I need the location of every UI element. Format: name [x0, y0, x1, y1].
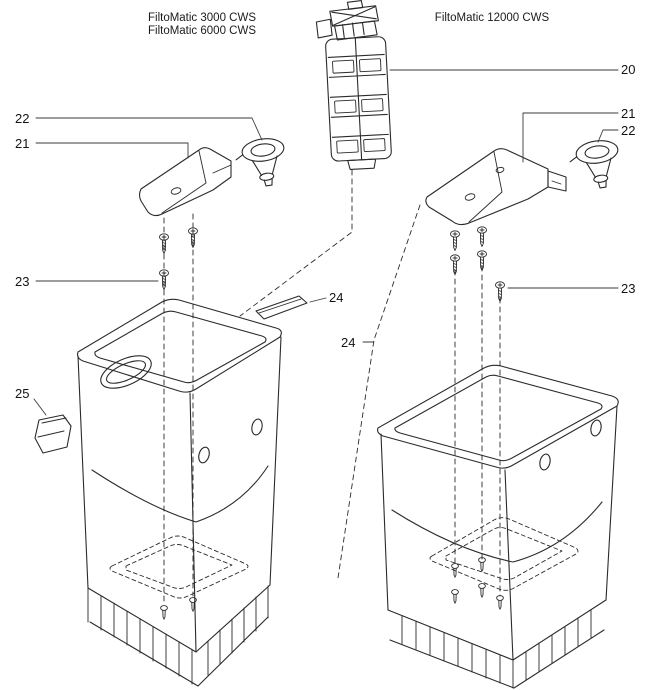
screw-icon [452, 564, 459, 578]
callout-23-right: 23 [621, 281, 636, 296]
screw-icon [189, 228, 198, 248]
model-title-left-line2: FiltoMatic 6000 CWS [147, 25, 256, 37]
callout-21-left: 21 [15, 136, 30, 151]
cover-strip-drawing [256, 296, 307, 319]
callout-23-left: 23 [15, 274, 30, 289]
lid-corner-drawing-left [140, 148, 232, 216]
inlet-funnel-drawing-right [568, 138, 623, 191]
filter-cartridge-drawing [315, 0, 392, 171]
callout-24-left: 24 [329, 290, 344, 305]
callout-24-right: 24 [341, 335, 356, 350]
screw-icon [161, 606, 168, 620]
clip-bracket-drawing [35, 415, 71, 453]
lid-corner-drawing-right [426, 149, 566, 225]
screw-icon [160, 270, 169, 290]
screw-icon [451, 231, 460, 251]
callout-22-left: 22 [15, 111, 30, 126]
model-title-right-line1: FiltoMatic 12000 CWS [434, 12, 550, 24]
callout-20: 20 [621, 62, 636, 77]
screws-group [160, 227, 505, 619]
hidden-bottom-tray-left [110, 536, 248, 598]
screw-icon [452, 590, 459, 604]
screw-icon [496, 282, 505, 302]
callout-22-right: 22 [621, 123, 636, 138]
container-drawing-left [78, 299, 282, 686]
model-title-left-line1: FiltoMatic 3000 CWS [147, 12, 256, 24]
model-title-right: FiltoMatic 12000 CWS [422, 12, 562, 25]
callout-21-right: 21 [621, 106, 636, 121]
container-drawing-right [378, 365, 619, 688]
leader-lines [34, 70, 618, 415]
screw-icon [160, 234, 169, 254]
hidden-bottom-tray-right [430, 518, 578, 591]
screw-icon [478, 251, 487, 271]
screw-icon [451, 255, 460, 275]
screw-icon [479, 584, 486, 598]
inlet-funnel-drawing-left [234, 136, 289, 189]
screw-icon [478, 227, 487, 247]
callout-25-left: 25 [15, 386, 30, 401]
screw-icon [479, 558, 486, 572]
screw-icon [497, 596, 504, 610]
screw-icon [190, 598, 197, 612]
model-title-left: FiltoMatic 3000 CWS FiltoMatic 6000 CWS [137, 12, 267, 38]
